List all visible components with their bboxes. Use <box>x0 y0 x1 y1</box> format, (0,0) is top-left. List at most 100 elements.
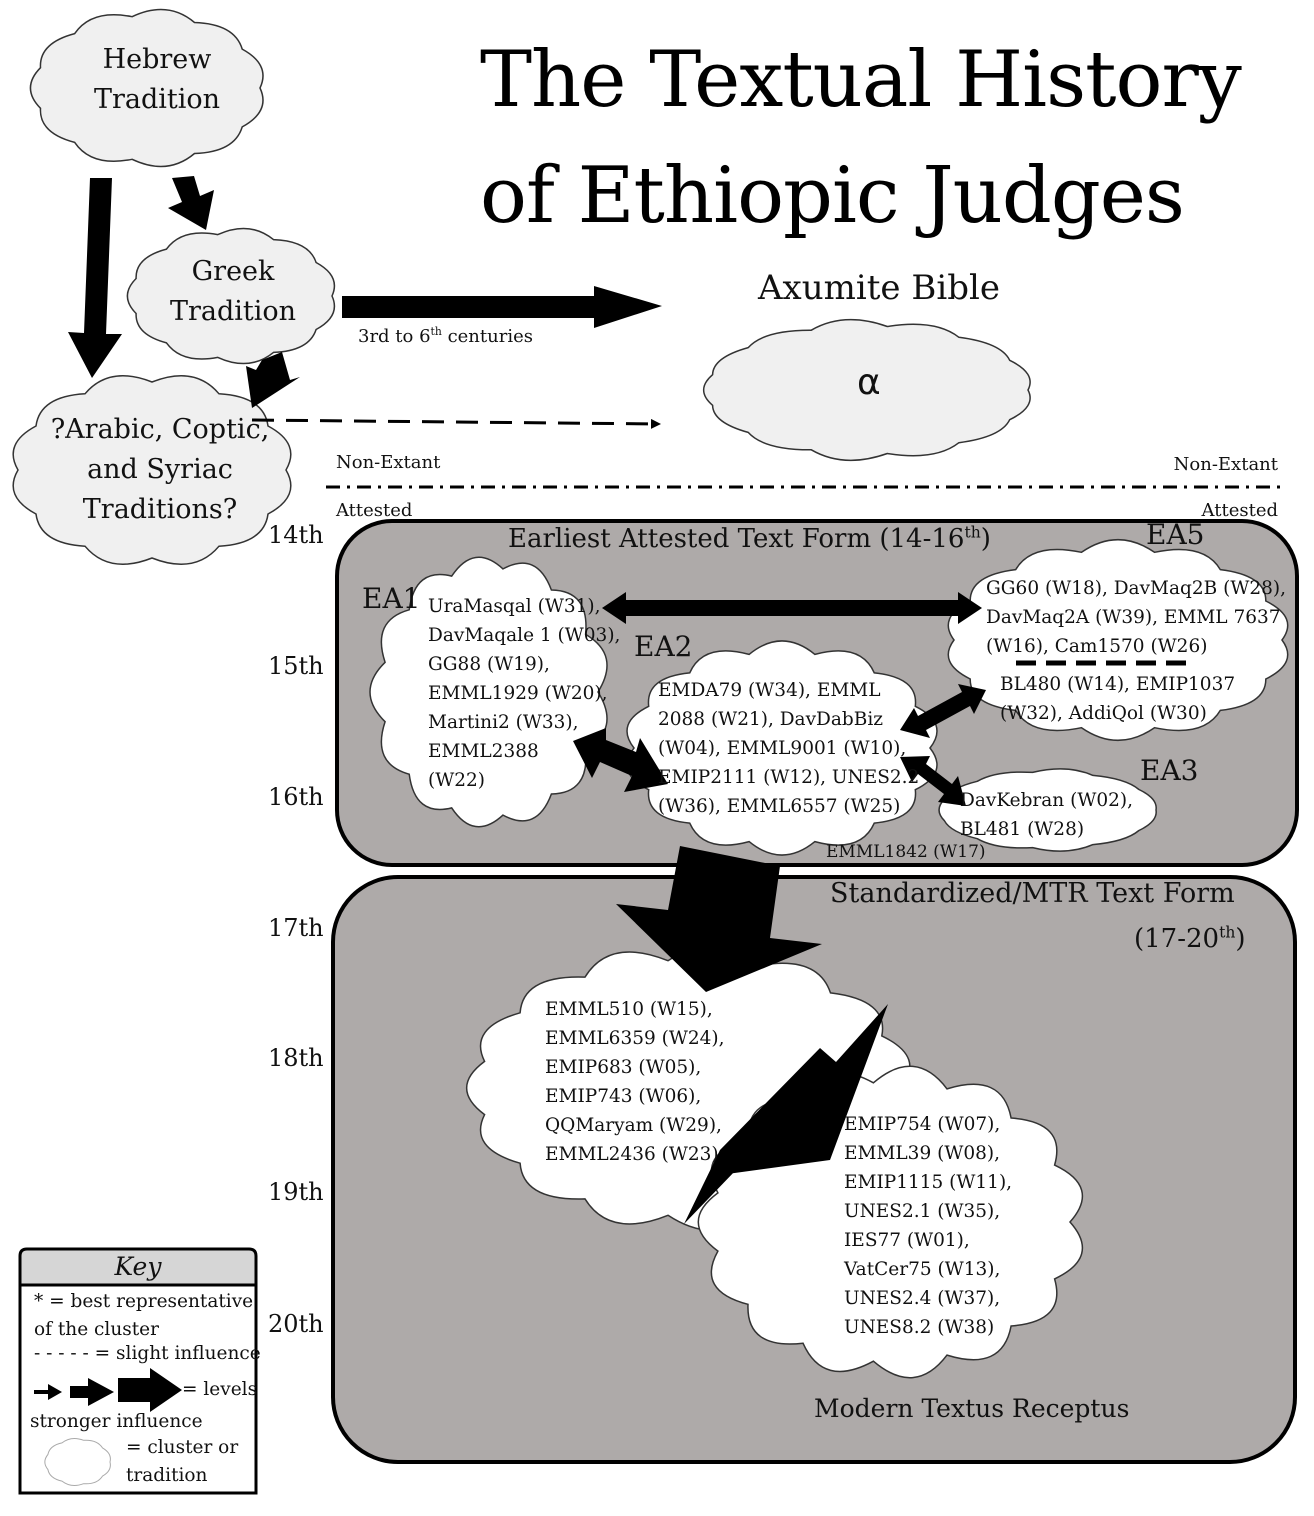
cluster-label-ea1: EA1 <box>362 582 421 615</box>
manuscript-item: (W32), AddiQol (W30) <box>1000 703 1207 724</box>
arrow-ea2-ea5 <box>900 684 986 738</box>
hebrew-label-line2: Tradition <box>93 84 221 115</box>
manuscript-item: EMDA79 (W34), EMML <box>658 680 881 701</box>
manuscript-item: EMIP754 (W07), <box>844 1114 1001 1135</box>
arabic-coptic-syriac-label: ?Arabic, Coptic, and Syriac Traditions? <box>40 410 280 530</box>
key-arrow-small <box>34 1384 62 1400</box>
arrow-greek-to-axumite <box>342 286 662 328</box>
manuscript-item: UNES2.1 (W35), <box>844 1201 1001 1222</box>
key-line-stronger-influence: stronger influence <box>30 1411 203 1432</box>
ea3-manuscript-list: DavKebran (W02), BL481 (W28) <box>960 786 1133 844</box>
greek-label-line2: Tradition <box>169 296 297 327</box>
manuscript-item: EMML39 (W08), <box>844 1143 1000 1164</box>
cluster-label-ea5: EA5 <box>1146 518 1205 551</box>
axumite-bible-label: Axumite Bible <box>758 268 1000 308</box>
key-arrow-medium <box>70 1378 114 1406</box>
arabic-tradition-cloud <box>12 375 292 565</box>
century-label: 20th <box>268 1310 324 1338</box>
century-label: 15th <box>268 652 324 680</box>
manuscript-item: EMML2388 <box>428 741 539 762</box>
arabic-label-line2: and Syriac <box>87 454 233 485</box>
manuscript-item: GG60 (W18), DavMaq2B (W28), <box>986 578 1286 599</box>
mtr-cluster-right-list: EMIP754 (W07), EMML39 (W08), EMIP1115 (W… <box>844 1110 1012 1342</box>
manuscript-item: QQMaryam (W29), <box>545 1115 722 1136</box>
manuscript-item: EMIP683 (W05), <box>545 1057 702 1078</box>
non-extant-label-left: Non-Extant <box>336 452 441 473</box>
key-line-cluster-or: = cluster or <box>126 1437 239 1458</box>
manuscript-item: VatCer75 (W13), <box>844 1259 1001 1280</box>
manuscript-item: (W22) <box>428 770 485 791</box>
hebrew-label-line1: Hebrew <box>102 44 212 75</box>
key-line-slight-influence: - - - - - = slight influence <box>34 1343 261 1364</box>
manuscript-item: EMML510 (W15), <box>545 999 713 1020</box>
ea5-manuscript-list-bottom: BL480 (W14), EMIP1037 (W32), AddiQol (W3… <box>1000 670 1235 728</box>
manuscript-item: BL481 (W28) <box>960 819 1085 840</box>
arrow-hebrew-to-arabic <box>68 178 122 378</box>
modern-textus-receptus-label: Modern Textus Receptus <box>814 1394 1130 1423</box>
arrow-earliest-to-standardized <box>616 846 822 992</box>
manuscript-item: DavMaqale 1 (W03), <box>428 625 621 646</box>
manuscript-item: EMIP743 (W06), <box>545 1086 702 1107</box>
loose-manuscript-emml1842: EMML1842 (W17) <box>826 842 986 862</box>
greek-tradition-cloud <box>126 227 336 365</box>
century-label: 18th <box>268 1044 324 1072</box>
manuscript-item: DavKebran (W02), <box>960 790 1133 811</box>
manuscript-item: (W04), EMML9001 (W10), <box>658 738 907 759</box>
cluster-label-ea3: EA3 <box>1140 754 1199 787</box>
key-header-bg <box>18 1247 258 1287</box>
ea3-cloud <box>938 768 1157 852</box>
manuscript-item: EMIP2111 (W12), UNES2.2 <box>658 767 920 788</box>
earliest-panel-title: Earliest Attested Text Form (14-16th) <box>508 523 991 554</box>
mtr-cluster-left-list: EMML510 (W15), EMML6359 (W24), EMIP683 (… <box>545 995 725 1169</box>
manuscript-item: UraMasqal (W31), <box>428 596 601 617</box>
alpha-symbol: α <box>857 362 881 403</box>
key-line-levels: = levels <box>182 1379 258 1400</box>
key-line-best-representative: * = best representative <box>34 1291 254 1312</box>
axumite-cloud <box>702 318 1031 462</box>
ea5-cloud <box>947 538 1289 742</box>
arabic-label-line1: ?Arabic, Coptic, <box>50 414 270 445</box>
arrow-standardized-connector <box>684 1004 888 1224</box>
diagram-title-line2: of Ethiopic Judges <box>480 151 1185 241</box>
ea5-manuscript-list-top: GG60 (W18), DavMaq2B (W28), DavMaq2A (W3… <box>986 574 1286 661</box>
manuscript-item: EMML2436 (W23) <box>545 1144 719 1165</box>
century-label: 16th <box>268 783 324 811</box>
manuscript-item: UNES2.4 (W37), <box>844 1288 1001 1309</box>
manuscript-item: EMIP1115 (W11), <box>844 1172 1013 1193</box>
greek-label-line1: Greek <box>191 256 275 287</box>
key-line-tradition: tradition <box>126 1465 208 1486</box>
arrow-ea1-ea2 <box>573 728 668 792</box>
manuscript-item: (W36), EMML6557 (W25) <box>658 796 901 817</box>
manuscript-item: 2088 (W21), DavDabBiz <box>658 709 883 730</box>
manuscript-item: GG88 (W19), <box>428 654 550 675</box>
ea2-manuscript-list: EMDA79 (W34), EMML 2088 (W21), DavDabBiz… <box>658 676 919 821</box>
arrow-ea1-ea5 <box>602 592 982 624</box>
arrow-greek-to-arabic <box>246 352 300 408</box>
manuscript-item: EMML1929 (W20), <box>428 683 608 704</box>
arrow-ea2-ea3 <box>900 756 966 806</box>
standardized-panel-title: Standardized/MTR Text Form <box>830 878 1235 909</box>
hebrew-tradition-cloud <box>29 8 264 168</box>
arrow-date-label: 3rd to 6th centuries <box>358 325 533 347</box>
arrow-hebrew-to-greek <box>168 176 214 230</box>
manuscript-item: (W16), Cam1570 (W26) <box>986 636 1208 657</box>
key-cloud-icon <box>44 1438 111 1486</box>
greek-tradition-label: Greek Tradition <box>158 252 308 332</box>
standardized-panel-dates: (17-20th) <box>1134 923 1246 954</box>
ea1-cloud <box>369 556 608 828</box>
manuscript-item: Martini2 (W33), <box>428 712 579 733</box>
manuscript-item: BL480 (W14), EMIP1037 <box>1000 674 1236 695</box>
attested-label-right: Attested <box>1201 500 1278 521</box>
manuscript-item: IES77 (W01), <box>844 1230 970 1251</box>
manuscript-item: UNES8.2 (W38) <box>844 1317 995 1338</box>
key-title: Key <box>114 1252 162 1281</box>
ea2-cloud <box>626 640 938 856</box>
arabic-label-line3: Traditions? <box>82 494 238 525</box>
ea1-manuscript-list: UraMasqal (W31), DavMaqale 1 (W03), GG88… <box>428 592 620 795</box>
non-extant-label-right: Non-Extant <box>1173 454 1278 475</box>
cluster-label-ea2: EA2 <box>634 630 693 663</box>
hebrew-tradition-label: Hebrew Tradition <box>82 40 232 120</box>
diagram-title-line1: The Textual History <box>480 35 1242 125</box>
attested-label-left: Attested <box>336 500 413 521</box>
